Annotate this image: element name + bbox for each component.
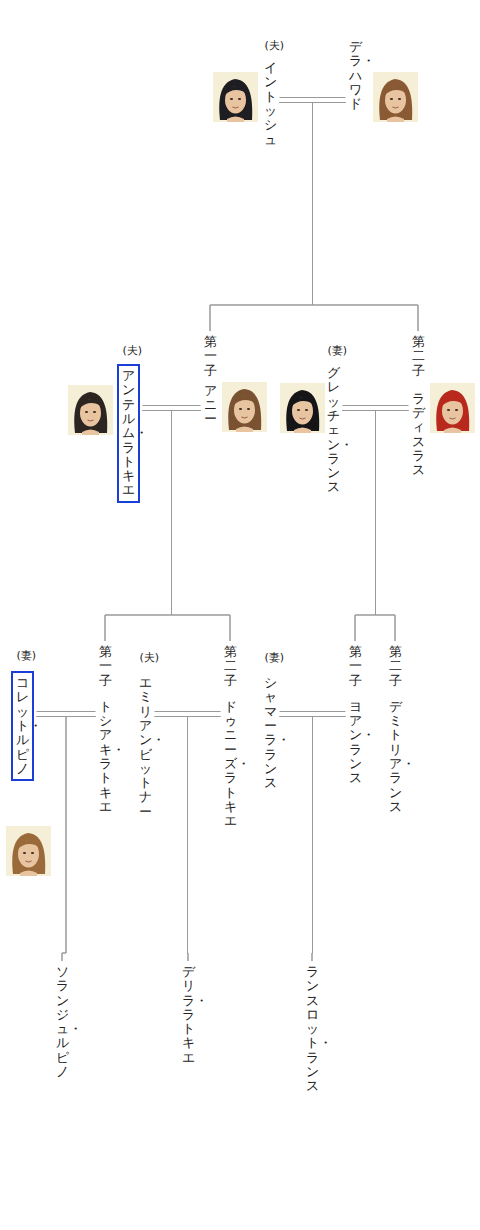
descent-line bbox=[105, 411, 201, 642]
relation-label: 第一子 bbox=[349, 645, 362, 688]
marriage-line bbox=[343, 406, 409, 411]
portrait bbox=[68, 385, 113, 435]
person-name: コレット・ルピノ bbox=[11, 671, 34, 781]
descent-line bbox=[155, 717, 189, 962]
person-node: ランスロット・ランス bbox=[306, 965, 319, 1094]
descent-line bbox=[143, 411, 231, 642]
person-node: ソランジュ・ルピノ bbox=[56, 965, 69, 1079]
relation-label: (妻) bbox=[328, 345, 339, 357]
relation-label: (夫) bbox=[140, 652, 151, 664]
portrait bbox=[213, 72, 258, 122]
person-node: (夫) アンテルム・ラトキエ bbox=[117, 345, 140, 503]
descent-line bbox=[343, 411, 376, 642]
person-node: 第一子トシアキ・ラトキエ bbox=[99, 645, 112, 814]
person-name: デリラ・ラトキエ bbox=[182, 965, 195, 1065]
person-node: 第二子ラディスラス bbox=[412, 335, 425, 478]
relation-label: 第二子 bbox=[224, 645, 237, 688]
person-name: ヨアン・ランス bbox=[349, 700, 362, 786]
person-node: (妻) コレット・ルピノ bbox=[11, 650, 34, 781]
relation-label: (妻) bbox=[17, 650, 28, 662]
portrait bbox=[373, 72, 418, 122]
descent-line bbox=[62, 717, 96, 962]
descent-line bbox=[172, 411, 231, 642]
person-node: デラ・ハワド bbox=[349, 40, 362, 111]
descent-line bbox=[355, 411, 409, 642]
descent-line bbox=[343, 411, 396, 642]
person-node: (妻) シャマーラ・ランス bbox=[264, 652, 277, 790]
person-name: ソランジュ・ルピノ bbox=[56, 965, 69, 1079]
relation-label: (夫) bbox=[265, 40, 276, 52]
portrait bbox=[222, 382, 267, 432]
marriage-line bbox=[37, 712, 96, 717]
person-name: ラディスラス bbox=[412, 392, 425, 478]
relation-label: 第二子 bbox=[389, 645, 402, 688]
descent-line bbox=[313, 103, 419, 332]
marriage-line bbox=[155, 712, 221, 717]
person-name: ドゥニーズ・ラトキエ bbox=[224, 700, 237, 829]
person-name: グレッチェン・ランス bbox=[327, 366, 340, 495]
descent-line bbox=[210, 103, 313, 332]
portrait bbox=[280, 383, 325, 433]
person-name: エミリアン・ビットナー bbox=[139, 676, 152, 819]
relation-label: 第二子 bbox=[412, 335, 425, 378]
person-name: イントッシュ bbox=[264, 61, 277, 147]
person-name: アンテルム・ラトキエ bbox=[117, 364, 140, 503]
person-name: シャマーラ・ランス bbox=[264, 676, 277, 790]
person-node: 第二子ドゥニーズ・ラトキエ bbox=[224, 645, 237, 829]
relation-label: 第一子 bbox=[204, 335, 217, 378]
marriage-line bbox=[280, 712, 346, 717]
relation-label: (夫) bbox=[123, 345, 134, 357]
person-node: (夫) エミリアン・ビットナー bbox=[139, 652, 152, 819]
person-node: (夫) イントッシュ bbox=[264, 40, 277, 147]
descent-line bbox=[188, 717, 221, 962]
portrait bbox=[6, 826, 51, 876]
person-node: (妻) グレッチェン・ランス bbox=[327, 345, 340, 495]
marriage-line bbox=[280, 98, 346, 103]
person-name: アニー bbox=[204, 384, 217, 427]
person-node: 第一子アニー bbox=[204, 335, 217, 427]
relation-label: (妻) bbox=[265, 652, 276, 664]
descent-line bbox=[376, 411, 409, 642]
descent-line bbox=[210, 103, 346, 332]
descent-line bbox=[280, 717, 313, 962]
descent-line bbox=[312, 717, 346, 962]
relation-label: 第一子 bbox=[99, 645, 112, 688]
person-node: 第二子デミトリア・ランス bbox=[389, 645, 402, 814]
marriage-line bbox=[143, 406, 201, 411]
portrait bbox=[430, 383, 475, 433]
person-name: デミトリア・ランス bbox=[389, 700, 402, 814]
person-name: デラ・ハワド bbox=[349, 40, 362, 111]
person-name: ランスロット・ランス bbox=[306, 965, 319, 1094]
descent-line bbox=[280, 103, 419, 332]
person-node: 第一子ヨアン・ランス bbox=[349, 645, 362, 786]
person-name: トシアキ・ラトキエ bbox=[99, 700, 112, 814]
person-node: デリラ・ラトキエ bbox=[182, 965, 195, 1065]
